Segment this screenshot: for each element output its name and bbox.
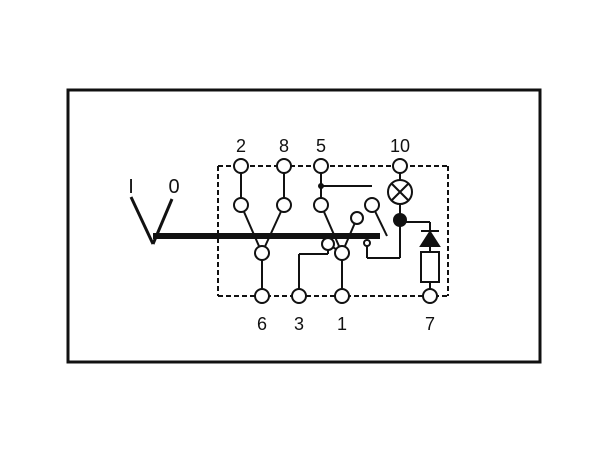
terminal-1-label: 1 [337, 314, 347, 334]
terminal-8-node [276, 158, 292, 174]
terminal-7-node [422, 288, 438, 304]
terminal-5-node [313, 158, 329, 174]
terminal-2-label: 2 [236, 136, 246, 156]
contact-marks [321, 211, 371, 251]
terminal-5-label: 5 [316, 136, 326, 156]
lamp-icon [387, 179, 413, 205]
outer-frame [66, 88, 542, 364]
terminal-7-label: 7 [425, 314, 435, 334]
terminal-8-label: 8 [279, 136, 289, 156]
rocker-lever [129, 196, 380, 245]
terminal-10-label: 10 [390, 136, 410, 156]
bottom-terminal-nodes [254, 288, 438, 304]
terminal-3-label: 3 [294, 314, 304, 334]
resistor-icon [420, 251, 440, 283]
diode-icon [419, 230, 441, 247]
terminal-10-node [392, 158, 408, 174]
internal-wiring [240, 166, 431, 296]
contact-nodes [233, 197, 380, 261]
housing-outline [217, 165, 449, 297]
terminal-6-node [254, 288, 270, 304]
terminal-3-node [291, 288, 307, 304]
position-label-off: I [128, 176, 134, 198]
terminal-6-label: 6 [257, 314, 267, 334]
junction-dots [318, 183, 407, 227]
top-terminal-nodes [233, 158, 408, 174]
position-label-on: 0 [168, 176, 179, 198]
terminal-1-node [334, 288, 350, 304]
terminal-2-node [233, 158, 249, 174]
